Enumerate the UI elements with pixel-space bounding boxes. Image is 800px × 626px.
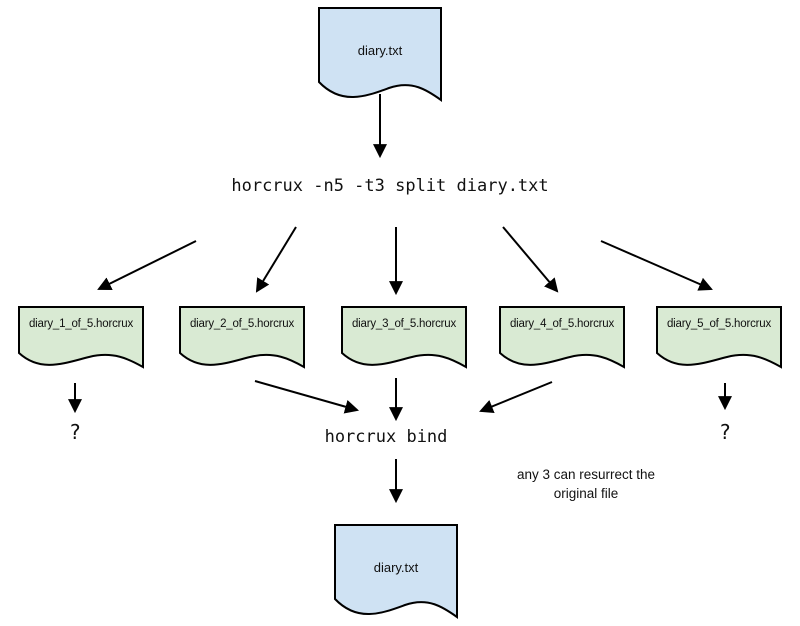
arrow-split-to-horcrux-1 xyxy=(97,240,197,290)
threshold-note-line1: any 3 can resurrect the xyxy=(516,467,656,482)
arrow-split-to-horcrux-4 xyxy=(502,226,559,293)
arrow-split-to-horcrux-5 xyxy=(600,240,713,291)
arrow-split-to-horcrux-2 xyxy=(255,226,297,293)
node-horcrux-2: diary_2_of_5.horcrux xyxy=(178,305,306,375)
document-shape-icon xyxy=(179,306,305,369)
node-horcrux-4: diary_4_of_5.horcrux xyxy=(498,305,626,375)
horcrux-1-label: diary_1_of_5.horcrux xyxy=(28,318,134,330)
node-horcrux-1: diary_1_of_5.horcrux xyxy=(17,305,145,375)
arrow-horcrux-2-to-bind xyxy=(254,380,360,414)
question-mark-right: ? xyxy=(718,420,732,444)
bind-command-text: horcrux bind xyxy=(324,427,448,447)
node-horcrux-5: diary_5_of_5.horcrux xyxy=(655,305,783,375)
document-shape-icon xyxy=(656,306,782,369)
horcrux-2-label: diary_2_of_5.horcrux xyxy=(189,318,295,330)
document-shape-icon xyxy=(334,524,458,619)
source-file-label: diary.txt xyxy=(357,43,403,58)
node-horcrux-3: diary_3_of_5.horcrux xyxy=(340,305,468,375)
document-shape-icon xyxy=(18,306,144,369)
threshold-note: any 3 can resurrect the original file xyxy=(486,465,686,503)
document-shape-icon xyxy=(341,306,467,369)
horcrux-4-label: diary_4_of_5.horcrux xyxy=(509,318,615,330)
node-source-file: diary.txt xyxy=(317,6,443,106)
restored-file-label: diary.txt xyxy=(373,560,419,575)
horcrux-3-label: diary_3_of_5.horcrux xyxy=(351,318,457,330)
split-command-text: horcrux -n5 -t3 split diary.txt xyxy=(231,176,549,196)
horcrux-5-label: diary_5_of_5.horcrux xyxy=(666,318,772,330)
question-mark-left: ? xyxy=(68,420,82,444)
node-restored-file: diary.txt xyxy=(333,523,459,623)
arrow-horcrux-4-to-bind xyxy=(479,381,553,413)
document-shape-icon xyxy=(499,306,625,369)
document-shape-icon xyxy=(318,7,442,102)
threshold-note-line2: original file xyxy=(553,486,619,501)
